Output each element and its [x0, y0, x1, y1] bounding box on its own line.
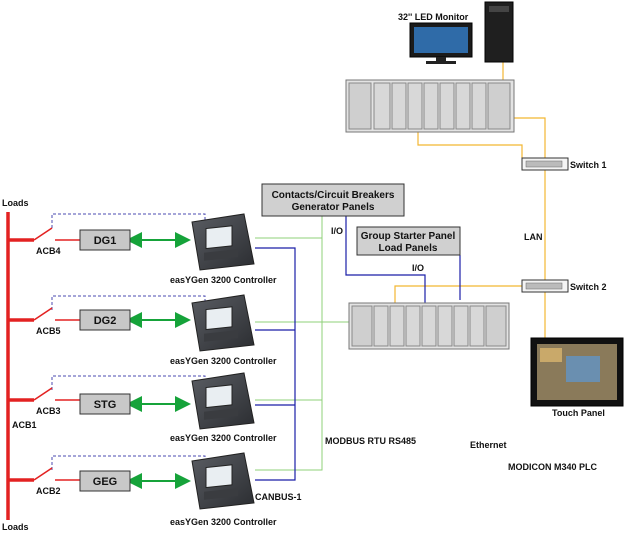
io-lines: [255, 216, 352, 471]
acb-label-1: ACB4: [36, 246, 61, 256]
canbus-label: CANBUS-1: [255, 492, 302, 502]
acb-label-2: ACB5: [36, 326, 61, 336]
acb1-label: ACB1: [12, 420, 37, 430]
controller-1: [191, 213, 255, 271]
acb-switches: [33, 227, 80, 481]
controller-4: [191, 452, 255, 510]
controller-2: [191, 294, 255, 352]
generator-boxes: [79, 229, 131, 492]
dashed-lines: [51, 213, 206, 470]
io-label-2: I/O: [412, 263, 424, 273]
sync-arrows: [126, 232, 191, 489]
io-label-1: I/O: [331, 226, 343, 236]
top-plc-rack: [345, 79, 515, 133]
modicon-plc-rack: [348, 302, 510, 350]
modbus-label: MODBUS RTU RS485: [325, 436, 416, 446]
gen-label-1: DG1: [94, 235, 117, 247]
contacts-panel-line2: Generator Panels: [292, 202, 375, 213]
controller-3: [191, 372, 255, 430]
touch-panel: [530, 337, 624, 407]
loads-bottom-label: Loads: [2, 522, 29, 532]
touch-panel-label: Touch Panel: [552, 408, 605, 418]
switch2-label: Switch 2: [570, 282, 607, 292]
controller-label-1: easYGen 3200 Controller: [170, 275, 277, 285]
gen-box-dg2: [79, 309, 131, 331]
group-panel-box: [356, 226, 461, 256]
gen-box-geg: [79, 470, 131, 492]
switch-2: [521, 279, 569, 293]
gen-label-4: GEG: [93, 476, 117, 488]
can-lines: [255, 216, 461, 481]
busbar: [6, 212, 34, 520]
monitor-label: 32'' LED Monitor: [398, 12, 469, 22]
acb-label-4: ACB2: [36, 486, 61, 496]
contacts-panel-box: [261, 183, 405, 217]
plc-label: MODICON M340 PLC: [508, 462, 598, 472]
controller-label-3: easYGen 3200 Controller: [170, 433, 277, 443]
loads-top-label: Loads: [2, 198, 29, 208]
switch1-label: Switch 1: [570, 160, 607, 170]
group-panel-line2: Load Panels: [379, 243, 438, 254]
switch-1: [521, 157, 569, 171]
contacts-panel-line1: Contacts/Circuit Breakers: [272, 190, 395, 201]
gen-label-2: DG2: [94, 315, 117, 327]
group-panel-line1: Group Starter Panel: [361, 231, 456, 242]
gen-label-3: STG: [94, 399, 117, 411]
lan-label: LAN: [524, 232, 543, 242]
led-monitor: [409, 22, 473, 64]
controller-label-4: easYGen 3200 Controller: [170, 517, 277, 527]
controller-label-2: easYGen 3200 Controller: [170, 356, 277, 366]
gen-box-dg1: [79, 229, 131, 251]
gen-box-stg: [79, 393, 131, 415]
ethernet-label: Ethernet: [470, 440, 507, 450]
workstation-tower: [484, 1, 514, 63]
acb-label-3: ACB3: [36, 406, 61, 416]
